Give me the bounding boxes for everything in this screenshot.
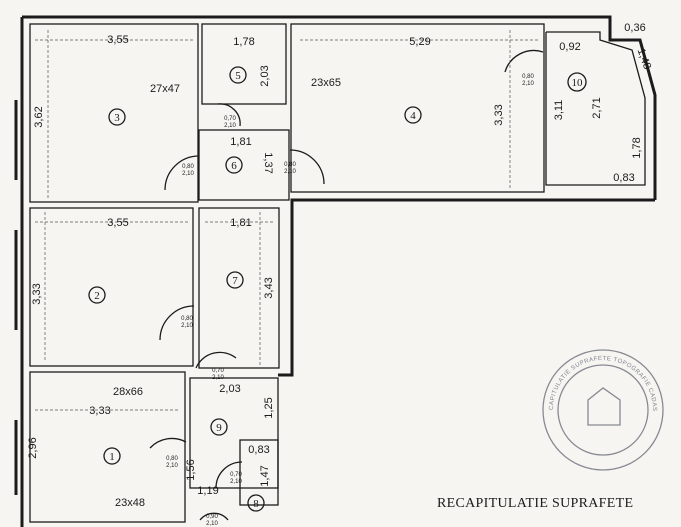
- door-label-dr9: 2,10: [212, 375, 224, 381]
- door-label-dr2: 2,10: [181, 323, 193, 329]
- dim-room6-width: 1,81: [230, 136, 251, 148]
- dim-room5-width: 1,78: [233, 36, 254, 48]
- walls: [14, 15, 657, 527]
- dim-room5-height: 2,03: [259, 65, 271, 86]
- room-4-number: 4: [410, 110, 416, 122]
- dim-room8-height: 1,47: [259, 465, 271, 486]
- door-label-dr5: 2,10: [224, 123, 236, 129]
- dim-room8-width: 0,83: [248, 444, 269, 456]
- door-label-dr4: 2,10: [522, 81, 534, 87]
- room-5: 5: [229, 66, 247, 84]
- room-4: 4: [404, 106, 422, 124]
- room-10: 10: [567, 72, 587, 92]
- dim-room10-width: 0,92: [559, 41, 580, 53]
- dim-room7-width: 1,81: [230, 217, 251, 229]
- room-2: 2: [88, 286, 106, 304]
- dimension-texts: 3,55 3,62 27x47 1,78 2,03 5,29 3,33 23x6…: [27, 22, 653, 509]
- dim-room1-niche: 28x66: [113, 386, 143, 398]
- room-5-number: 5: [235, 70, 241, 82]
- door-label-dr_entry: 0,90: [206, 514, 218, 520]
- door-label-dr6: 2,10: [182, 171, 194, 177]
- dim-room9-width: 2,03: [219, 383, 240, 395]
- room-8-number: 8: [253, 498, 259, 510]
- doors: [149, 49, 544, 521]
- dim-room10-height-2: 2,71: [591, 97, 603, 118]
- dim-room3-width: 3,55: [107, 34, 128, 46]
- dim-room7-height: 3,43: [263, 277, 275, 298]
- room-6-number: 6: [231, 160, 237, 172]
- door-label-dr8: 2,10: [230, 479, 242, 485]
- door-label-dr_entry: 2,10: [206, 521, 218, 527]
- dim-room1-niche-2: 23x48: [115, 497, 145, 509]
- room-2-number: 2: [94, 290, 100, 302]
- stamp-text: CAPITULATIE SUPRAFETE TOPOGRAFIE CADASTR…: [0, 0, 657, 412]
- dim-room3-height: 3,62: [33, 106, 45, 127]
- house-stamp-icon: [587, 387, 621, 426]
- door-label-dr9: 0,70: [212, 368, 224, 374]
- dimension-lines: [35, 30, 540, 411]
- stamp: CAPITULATIE SUPRAFETE TOPOGRAFIE CADASTR…: [0, 0, 664, 471]
- dim-room10-a: 0,36: [624, 22, 645, 34]
- room-numbers: 3 5 4 10 6 2 7 9 1 8: [88, 66, 587, 512]
- door-label-dr2: 0,80: [181, 316, 193, 322]
- summary-caption: RECAPITULATIE SUPRAFETE: [437, 496, 634, 511]
- door-label-dr5: 0,70: [224, 116, 236, 122]
- dim-room4-width: 5,29: [409, 36, 430, 48]
- room-8: 8: [247, 494, 265, 512]
- dim-room9-b: 1,56: [185, 459, 197, 480]
- door-label-dr6b: 2,10: [284, 169, 296, 175]
- dim-room10-c: 0,83: [613, 172, 634, 184]
- room-6: 6: [225, 156, 243, 174]
- door-label-dr6b: 0,80: [284, 162, 296, 168]
- room-3: 3: [108, 108, 126, 126]
- room-10-number: 10: [572, 77, 584, 89]
- dim-room2-height: 3,33: [31, 283, 43, 304]
- dim-room1-width: 3,33: [89, 405, 110, 417]
- dim-room2-width: 3,55: [107, 217, 128, 229]
- room-7-number: 7: [232, 275, 238, 287]
- dim-room4-niche: 23x65: [311, 77, 341, 89]
- room-9-number: 9: [216, 422, 222, 434]
- dim-room9-c: 1,19: [197, 485, 218, 497]
- door-label-dr4: 0,80: [522, 74, 534, 80]
- door-label-dr8: 0,70: [230, 472, 242, 478]
- room-1: 1: [103, 447, 121, 465]
- room-3-number: 3: [114, 112, 120, 124]
- dim-room9-height: 1,25: [263, 397, 275, 418]
- dim-room1-height: 2,96: [27, 437, 39, 458]
- door-label-dr6: 0,80: [182, 164, 194, 170]
- dim-room4-height: 3,33: [493, 104, 505, 125]
- room-1-number: 1: [109, 451, 115, 463]
- dim-room6-height: 1,37: [262, 152, 274, 173]
- dim-room10-height-3: 1,78: [631, 137, 643, 158]
- door-label-dr1: 0,80: [166, 456, 178, 462]
- room-7: 7: [226, 271, 244, 289]
- room-9: 9: [210, 418, 228, 436]
- dim-room3-niche: 27x47: [150, 83, 180, 95]
- door-label-dr1: 2,10: [166, 463, 178, 469]
- dim-room10-height: 3,11: [553, 100, 565, 121]
